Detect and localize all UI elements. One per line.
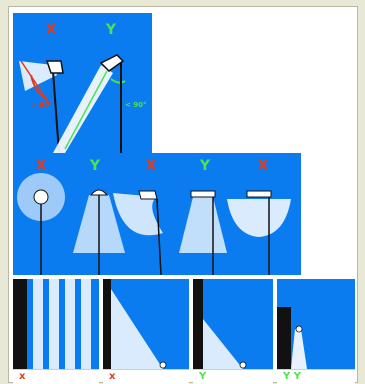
wide-beam: [111, 289, 163, 369]
fixture-5-mark: X: [258, 159, 269, 173]
fixture-styles-panel: X Y X Y X: [13, 153, 301, 275]
panel-4-label: Y Y: [283, 371, 301, 383]
panel-1-label: x: [19, 371, 25, 383]
wall-light-panel-1: x: [13, 279, 99, 384]
green-angle-arc: [111, 79, 125, 83]
label-strip: Y Y: [277, 369, 355, 384]
wall-light-panel-4: Y Y: [277, 279, 355, 384]
drop-lens-pole: [157, 199, 161, 275]
fixture-3-mark: X: [146, 159, 157, 173]
fixture-1-mark: X: [36, 159, 47, 173]
good-mark: Y: [106, 23, 116, 37]
tilt-comparison-panel: X Y > 90° < 90°: [13, 13, 152, 153]
wall-fixture: [160, 362, 166, 368]
aimed-light-beam: [53, 65, 113, 153]
label-strip: x: [13, 369, 99, 384]
label-strip: x: [103, 369, 189, 384]
globe-fixture: [34, 190, 48, 204]
diagram-frame: X Y > 90° < 90° X Y: [8, 6, 358, 383]
wall-fixture: [240, 362, 246, 368]
panel-2-label: x: [109, 371, 115, 383]
beam-stripe: [81, 279, 91, 369]
spread-beam: [227, 199, 291, 237]
acute-angle-label: < 90°: [125, 101, 147, 109]
green-angle-line: [65, 71, 107, 149]
fixture-2-mark: Y: [90, 159, 100, 173]
fixture-4-mark: Y: [200, 159, 210, 173]
label-strip: Y: [193, 369, 273, 384]
beam-stripe: [65, 279, 75, 369]
bad-mark: X: [46, 23, 57, 37]
cutoff-fixture: [191, 191, 215, 197]
narrow-beam: [203, 319, 243, 369]
left-pole: [53, 71, 59, 153]
obtuse-angle-label: > 90°: [31, 101, 53, 109]
tilt-illustration: [13, 13, 152, 153]
beam-stripe: [49, 279, 59, 369]
wall-light-panel-2: x: [103, 279, 189, 384]
cutoff-beam: [179, 197, 227, 253]
beam-stripe: [33, 279, 43, 369]
wall-fixture: [296, 326, 302, 332]
dome-fixture: [91, 190, 107, 195]
spread-fixture: [247, 191, 271, 197]
downlight-beam: [291, 329, 307, 369]
panel-3-label: Y: [199, 371, 206, 383]
drop-lens-fixture: [139, 191, 157, 199]
wall-light-panel-3: Y: [193, 279, 273, 384]
